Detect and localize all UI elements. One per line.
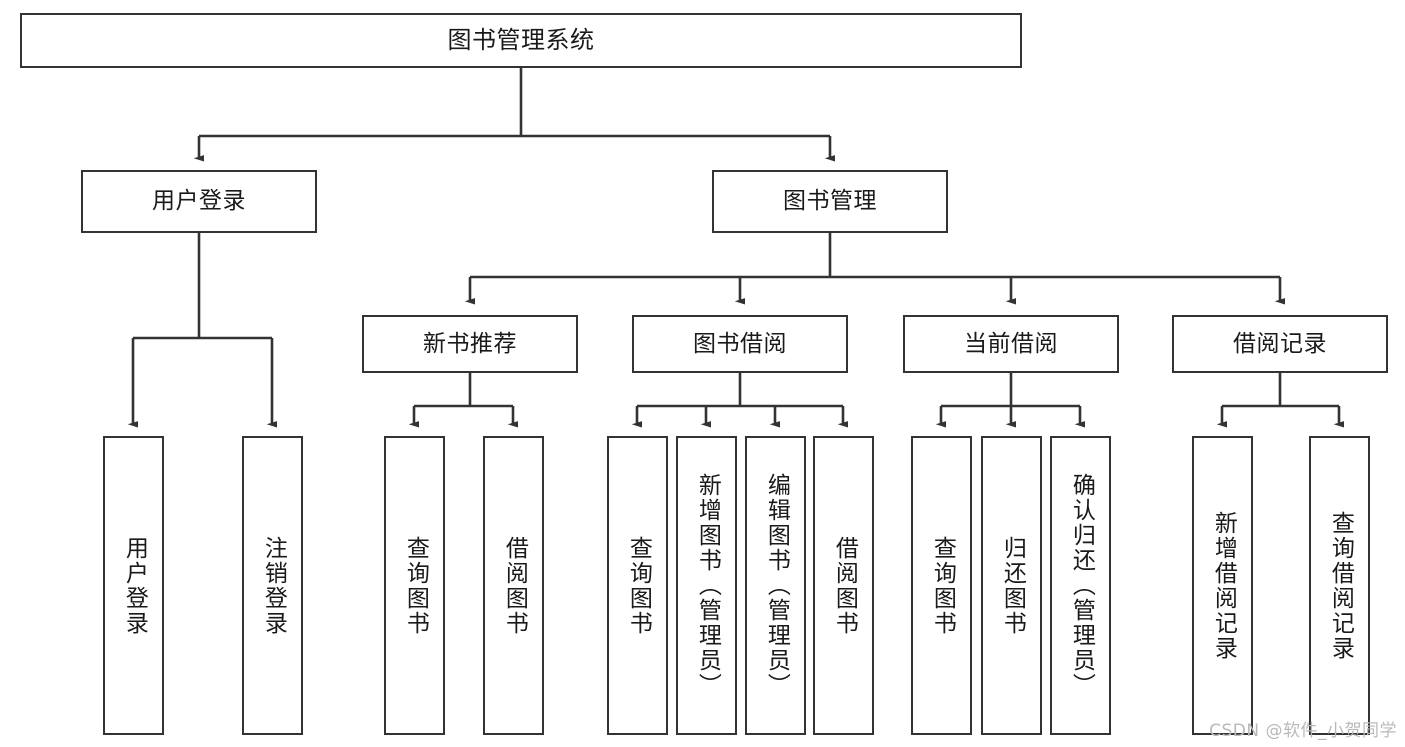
node-leaf-add-book-admin[interactable]: 新增图书（管理员）: [676, 436, 737, 735]
node-label: 借阅图书: [831, 535, 858, 636]
node-label: 用户登录: [121, 535, 148, 636]
node-current-borrow[interactable]: 当前借阅: [903, 315, 1119, 373]
node-label: 确认归还（管理员）: [1068, 473, 1095, 698]
node-leaf-query-book-current[interactable]: 查询图书: [911, 436, 972, 735]
node-label: 借阅记录: [1233, 330, 1327, 357]
node-label: 图书借阅: [693, 330, 787, 357]
node-leaf-logout[interactable]: 注销登录: [242, 436, 303, 735]
node-label: 注销登录: [260, 535, 287, 636]
node-book-management[interactable]: 图书管理: [712, 170, 948, 233]
node-label: 编辑图书（管理员）: [763, 473, 790, 698]
node-label: 借阅图书: [501, 535, 528, 636]
node-leaf-borrow-book-recommend[interactable]: 借阅图书: [483, 436, 544, 735]
node-label: 新书推荐: [423, 330, 517, 357]
node-leaf-query-book-recommend[interactable]: 查询图书: [384, 436, 445, 735]
node-leaf-query-borrow-record[interactable]: 查询借阅记录: [1309, 436, 1370, 735]
node-root-system[interactable]: 图书管理系统: [20, 13, 1022, 68]
node-book-borrow[interactable]: 图书借阅: [632, 315, 848, 373]
node-label: 查询图书: [402, 535, 429, 636]
node-label: 新增借阅记录: [1210, 510, 1237, 661]
node-leaf-borrow-book[interactable]: 借阅图书: [813, 436, 874, 735]
node-leaf-add-borrow-record[interactable]: 新增借阅记录: [1192, 436, 1253, 735]
node-label: 当前借阅: [964, 330, 1058, 357]
node-borrow-record[interactable]: 借阅记录: [1172, 315, 1388, 373]
node-user-login[interactable]: 用户登录: [81, 170, 317, 233]
node-label: 查询图书: [929, 535, 956, 636]
node-label: 图书管理系统: [447, 25, 595, 54]
node-new-book-recommend[interactable]: 新书推荐: [362, 315, 578, 373]
node-leaf-query-book-borrow[interactable]: 查询图书: [607, 436, 668, 735]
node-leaf-return-book[interactable]: 归还图书: [981, 436, 1042, 735]
node-leaf-edit-book-admin[interactable]: 编辑图书（管理员）: [745, 436, 806, 735]
node-label: 新增图书（管理员）: [694, 473, 721, 698]
node-label: 用户登录: [152, 188, 246, 215]
node-leaf-user-login[interactable]: 用户登录: [103, 436, 164, 735]
node-label: 查询图书: [625, 535, 652, 636]
node-label: 查询借阅记录: [1327, 510, 1354, 661]
node-label: 图书管理: [783, 188, 877, 215]
node-label: 归还图书: [999, 535, 1026, 636]
node-leaf-confirm-return-admin[interactable]: 确认归还（管理员）: [1050, 436, 1111, 735]
csdn-watermark: CSDN @软件_小贺同学: [1209, 721, 1397, 741]
